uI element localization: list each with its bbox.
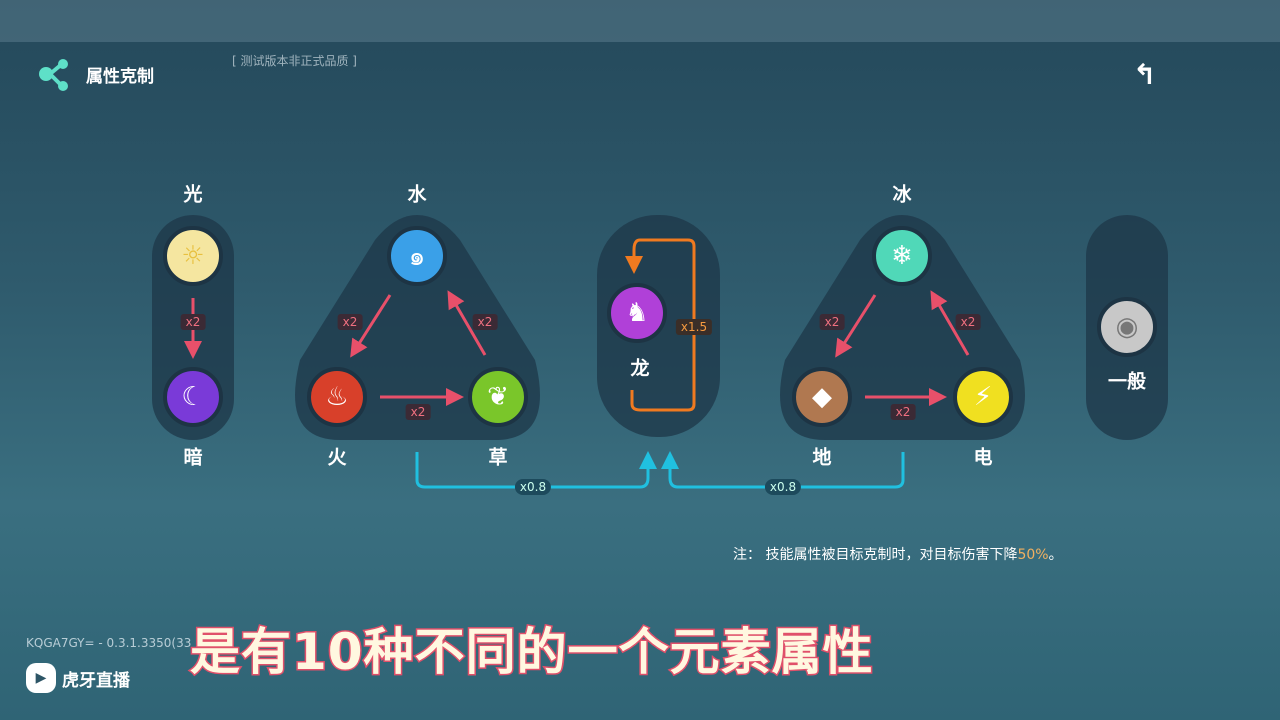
flame-icon: ♨: [325, 382, 349, 412]
multiplier-badge: x0.8: [764, 479, 802, 495]
ice-label: 冰: [892, 183, 912, 206]
multiplier-badge: x2: [337, 314, 363, 330]
water-label: 水: [407, 183, 427, 206]
huya-watermark: ▶ 虎牙直播: [26, 663, 130, 693]
dragon-label: 龙: [630, 357, 650, 380]
note-highlight: 50%: [1017, 547, 1049, 563]
note-suffix: 。: [1048, 547, 1063, 563]
water-node[interactable]: ๑: [387, 226, 447, 286]
dark-node[interactable]: ☾: [163, 367, 223, 427]
multiplier-badge: x2: [955, 314, 981, 330]
arrow-dragon-self-b: [630, 390, 660, 412]
electric-node[interactable]: ⚡: [953, 367, 1013, 427]
arrow-ice-earth: [835, 294, 877, 358]
multiplier-badge: x2: [890, 404, 916, 420]
damage-note: 注： 技能属性被目标克制时，对目标伤害下降50%。: [733, 544, 1063, 564]
molecule-icon: [39, 59, 68, 91]
video-subtitle: 是有10种不同的一个元素属性: [189, 622, 875, 683]
arrow-water-fire: [350, 294, 392, 358]
normal-label: 一般: [1107, 370, 1147, 393]
electric-label: 电: [973, 446, 993, 469]
sun-icon: ☼: [181, 241, 205, 271]
light-node[interactable]: ☼: [163, 226, 223, 286]
earth-node[interactable]: ◆: [792, 367, 852, 427]
dragon-node[interactable]: ♞: [607, 283, 667, 343]
dark-label: 暗: [183, 446, 203, 469]
rock-icon: ◆: [812, 382, 832, 412]
huya-logo-icon: ▶: [26, 663, 56, 693]
multiplier-badge: x0.8: [514, 479, 552, 495]
multiplier-badge: x2: [405, 404, 431, 420]
fire-node[interactable]: ♨: [307, 367, 367, 427]
multiplier-badge: x2: [472, 314, 498, 330]
light-label: 光: [183, 183, 203, 206]
leaf-icon: ❦: [487, 382, 509, 412]
arrow-electric-ice: [930, 290, 970, 356]
note-text: 注： 技能属性被目标克制时，对目标伤害下降: [733, 547, 1018, 563]
top-bar: [0, 0, 1280, 42]
moon-icon: ☾: [181, 382, 205, 412]
wave-icon: ๑: [408, 241, 426, 272]
grass-node[interactable]: ❦: [468, 367, 528, 427]
return-arrow-icon: ↰: [1133, 58, 1157, 91]
dragon-icon: ♞: [625, 298, 649, 328]
normal-node[interactable]: ◉: [1097, 297, 1157, 357]
arrow-grass-water: [447, 290, 487, 356]
ice-node[interactable]: ❄: [872, 226, 932, 286]
multiplier-badge: x1.5: [675, 319, 713, 335]
multiplier-badge: x2: [819, 314, 845, 330]
lightning-icon: ⚡: [973, 382, 993, 412]
ring-icon: ◉: [1115, 312, 1139, 342]
watermark-text: 虎牙直播: [62, 670, 130, 691]
test-version-note: [ 测试版本非正式品质 ]: [232, 54, 357, 68]
fire-label: 火: [327, 446, 347, 469]
back-button[interactable]: ↰: [1133, 58, 1156, 91]
version-string: KQGA7GY= - 0.3.1.3350(33: [26, 636, 192, 650]
grass-label: 草: [488, 446, 508, 469]
multiplier-badge: x2: [180, 314, 206, 330]
page-title: 属性克制: [86, 67, 154, 87]
arrow-dragon-self: [625, 238, 696, 412]
snowflake-icon: ❄: [891, 241, 913, 271]
earth-label: 地: [812, 446, 832, 469]
